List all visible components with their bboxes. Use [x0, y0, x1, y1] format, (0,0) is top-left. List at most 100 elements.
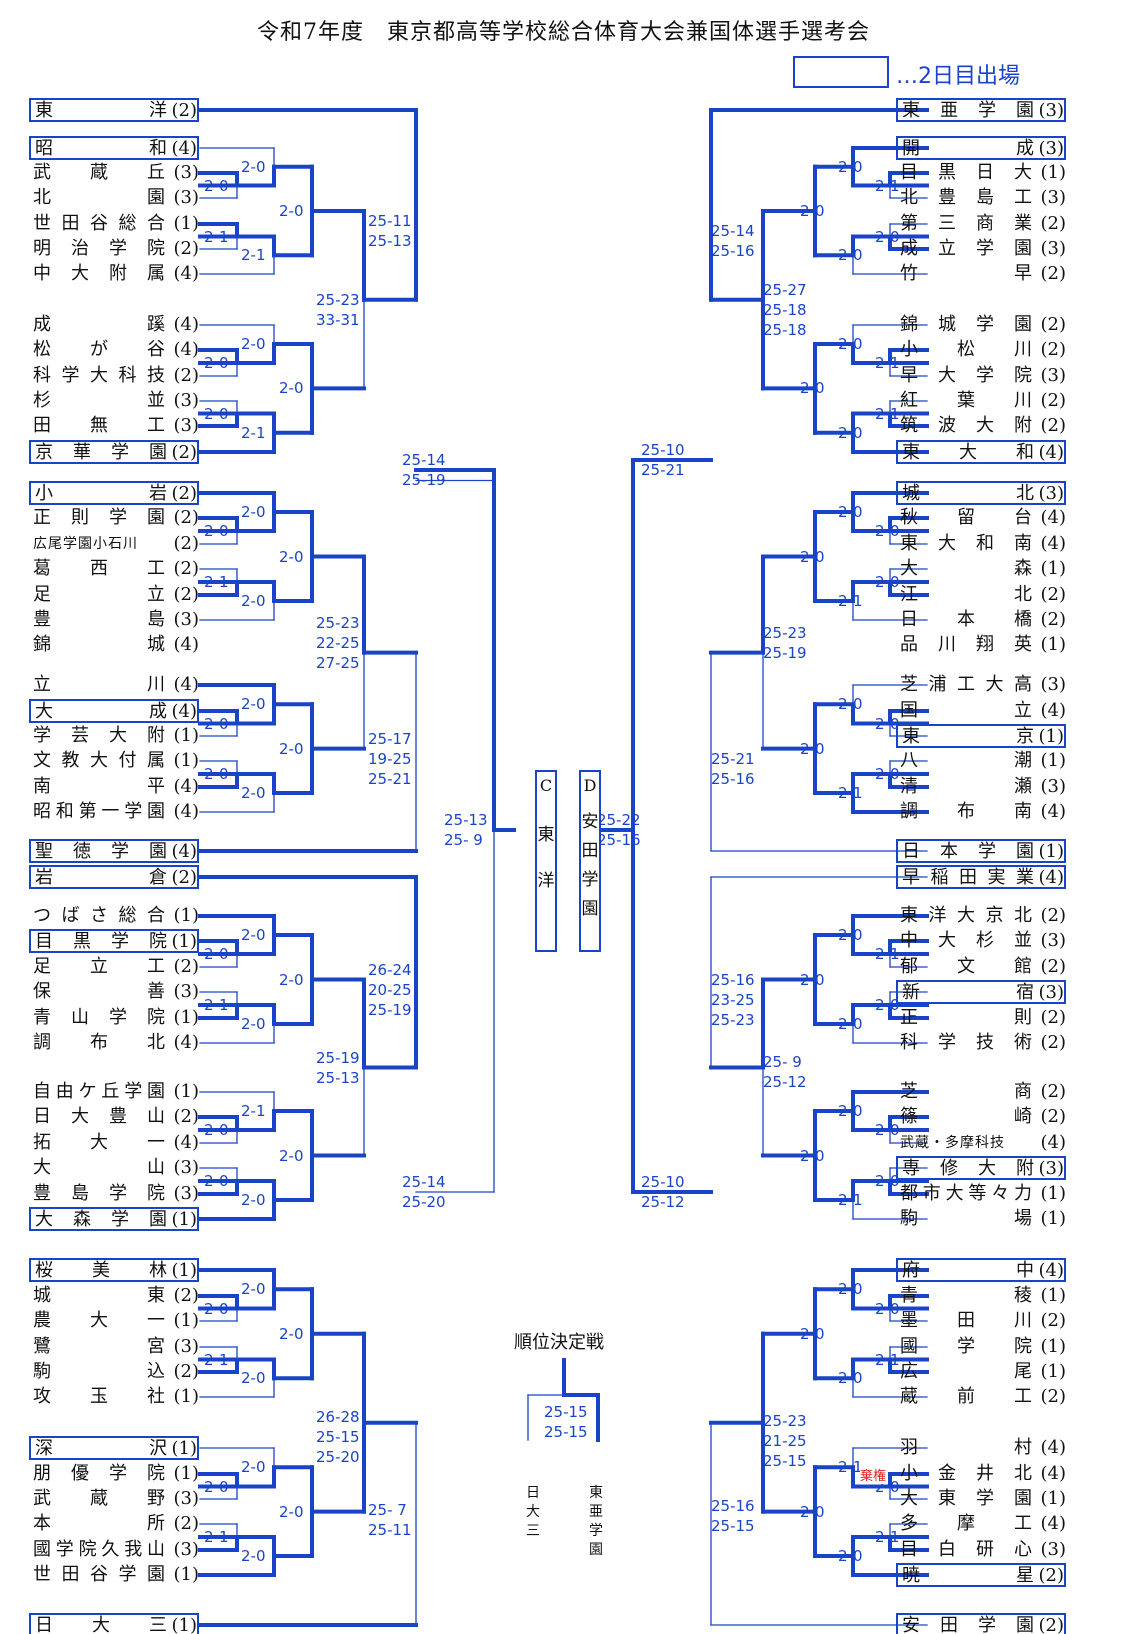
team-entry: 目黒学院(1) [29, 929, 199, 953]
left-semi-score: 25-13 25- 9 [444, 811, 488, 849]
team-name: 鷺 宮 [33, 1336, 165, 1357]
team-name: 大森学園 [35, 1209, 167, 1230]
team-seed: (2) [1040, 956, 1067, 977]
left-score: 2-0 [279, 202, 304, 220]
left-score: 2-0 [204, 714, 229, 733]
right-score: 2-1 [875, 945, 900, 963]
right-r3-score: 25- 9 25-12 [763, 1052, 807, 1091]
left-r3-score: 25-17 19-25 25-21 [368, 729, 412, 788]
team-seed: (2) [173, 1361, 200, 1382]
right-score: 2-0 [875, 996, 900, 1014]
left-score: 2-0 [204, 1121, 229, 1139]
team-name: 日 大 三 [35, 1615, 167, 1634]
team-entry: 北 園(3) [29, 186, 199, 210]
team-entry: 足 立 工(2) [29, 955, 199, 979]
team-entry: 専修大附(3) [896, 1156, 1066, 1180]
team-seed: (1) [173, 1463, 200, 1484]
left-score: 2-0 [204, 1477, 229, 1496]
team-name: 府 中 [902, 1260, 1034, 1281]
team-name: 日本学園 [902, 841, 1034, 862]
right-score: 2-0 [800, 547, 825, 566]
team-seed: (3) [1038, 483, 1065, 504]
team-seed: (2) [173, 507, 200, 528]
team-entry: 東 大 和 南(4) [896, 532, 1066, 556]
left-score: 2-1 [241, 1102, 266, 1120]
team-name: 新 宿 [902, 982, 1034, 1003]
left-score: 2-1 [204, 227, 229, 246]
team-seed: (3) [173, 1183, 200, 1204]
team-entry: 自由ケ丘学園(1) [29, 1080, 199, 1104]
team-entry: 早大学院(3) [896, 364, 1066, 388]
team-name: 中大附属 [33, 263, 165, 284]
right-r4-score: 25-10 25-12 [641, 1173, 685, 1211]
team-name: 京華学園 [35, 442, 167, 463]
team-name: 筑 波 大 附 [900, 415, 1032, 436]
team-entry: 学芸大附(1) [29, 724, 199, 748]
final-c-team: 東 洋 [537, 825, 555, 891]
team-seed: (1) [171, 1615, 198, 1634]
team-seed: (4) [173, 339, 200, 360]
team-name: 東 大 和 南 [900, 533, 1032, 554]
left-score: 2-0 [279, 970, 304, 989]
team-seed: (2) [1040, 584, 1067, 605]
team-name: 城 北 [902, 483, 1034, 504]
right-score: 2-1 [875, 1350, 900, 1369]
team-seed: (2) [1040, 314, 1067, 335]
team-name: 攻 玉 社 [33, 1386, 165, 1407]
team-entry: 筑 波 大 附(2) [896, 414, 1066, 438]
left-score: 2-0 [241, 157, 266, 176]
team-name: 早稲田実業 [902, 867, 1034, 888]
team-seed: (2) [1040, 1081, 1067, 1102]
team-seed: (3) [1040, 187, 1067, 208]
left-score: 2-0 [241, 1369, 266, 1388]
team-name: 明治学院 [33, 238, 165, 259]
team-name: 城 東 [33, 1285, 165, 1306]
team-name: 世田谷学園 [33, 1564, 165, 1585]
team-seed: (3) [173, 390, 200, 411]
team-entry: つばさ総合(1) [29, 904, 199, 928]
right-score: 2-0 [875, 714, 900, 733]
right-r3-score: 25-21 25-16 [711, 749, 755, 788]
team-seed: (1) [173, 1310, 200, 1331]
right-score: 2-0 [875, 227, 900, 246]
team-seed: (3) [1038, 138, 1065, 159]
right-r4-score: 25-10 25-21 [641, 441, 685, 479]
team-seed: (2) [1040, 339, 1067, 360]
team-entry: 朋優学院(1) [29, 1462, 199, 1486]
team-name: 中 大 杉 並 [900, 930, 1032, 951]
team-entry: 第 三 商 業(2) [896, 212, 1066, 236]
team-entry: 城 北(3) [896, 481, 1066, 505]
team-seed: (3) [1040, 776, 1067, 797]
left-score: 2-0 [279, 547, 304, 566]
team-seed: (1) [1040, 1361, 1067, 1382]
team-seed: (2) [173, 238, 200, 259]
team-entry: 新 宿(3) [896, 980, 1066, 1004]
team-entry: 開 成(3) [896, 136, 1066, 160]
team-seed: (2) [1040, 1106, 1067, 1127]
left-score: 2-0 [279, 1502, 304, 1521]
right-score: 2-1 [875, 404, 900, 423]
right-r3-score: 25-14 25-16 [711, 222, 755, 260]
team-name: 國 学 院 [900, 1336, 1032, 1357]
team-name: 大 東 学 園 [900, 1488, 1032, 1509]
team-entry: 國学院久我山(3) [29, 1538, 199, 1562]
team-entry: 目 白 研 心(3) [896, 1538, 1066, 1562]
team-entry: 暁 星(2) [896, 1563, 1066, 1587]
team-name: 小 岩 [35, 483, 167, 504]
team-entry: 駒 場(1) [896, 1207, 1066, 1231]
team-seed: (2) [173, 1285, 200, 1306]
team-name: 足 立 [33, 584, 165, 605]
left-score: 2-0 [241, 1458, 266, 1477]
team-entry: 調 布 北(4) [29, 1031, 199, 1055]
team-name: 本 所 [33, 1513, 165, 1534]
team-seed: (4) [1040, 1437, 1067, 1458]
final-c-label: C [539, 776, 553, 795]
team-entry: 篠 崎(2) [896, 1105, 1066, 1129]
team-name: 武 蔵 野 [33, 1488, 165, 1509]
team-seed: (4) [173, 674, 200, 695]
team-entry: 広尾学園小石川(2) [29, 532, 199, 556]
team-seed: (1) [173, 1386, 200, 1407]
team-entry: 攻 玉 社 (1) [29, 1385, 199, 1409]
team-seed: (4) [173, 634, 200, 655]
team-entry: 武 蔵 丘(3) [29, 161, 199, 185]
